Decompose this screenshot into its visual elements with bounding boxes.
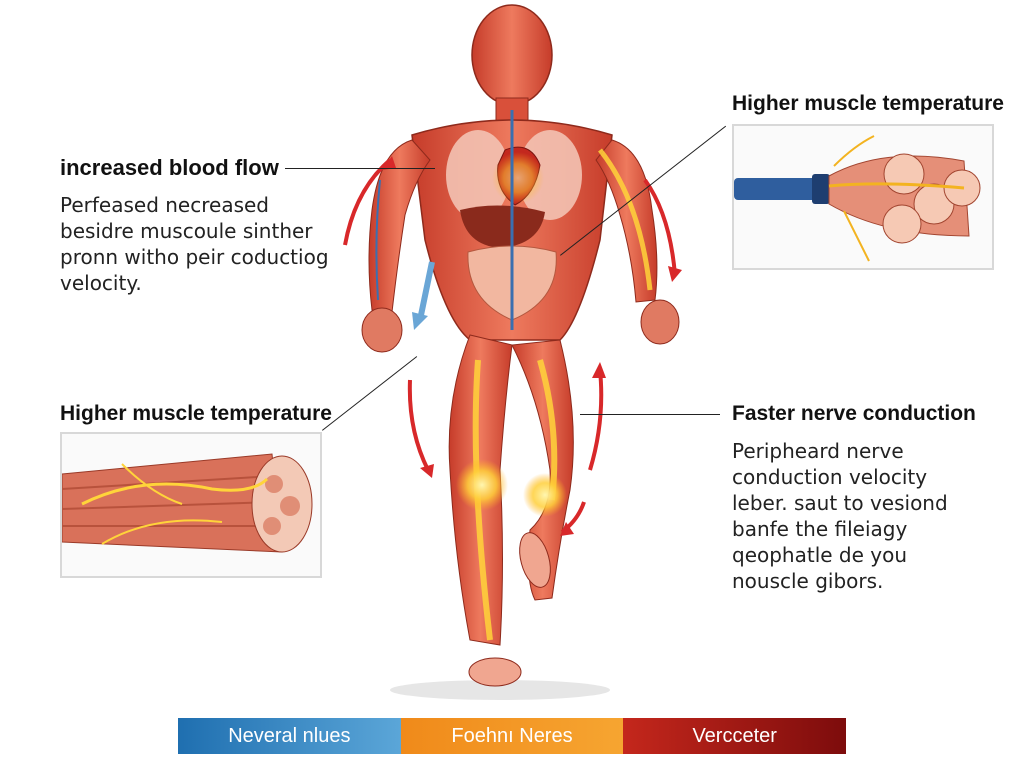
arrow-red-right-arm bbox=[643, 178, 677, 276]
paragraph-line: banfe the fileiagy bbox=[732, 517, 908, 541]
legend-segment-hot: Vercceter bbox=[623, 718, 847, 754]
arrow-red-right-leg bbox=[588, 369, 604, 471]
leader-nerve-conduction bbox=[580, 414, 720, 415]
right-foot bbox=[519, 532, 551, 588]
label-blood-flow: increased blood flow bbox=[60, 155, 279, 180]
label-muscle-temp-left: Higher muscle temperature bbox=[60, 402, 332, 425]
left-lung bbox=[446, 130, 510, 220]
label-nerve-conduction: Faster nerve conduction bbox=[732, 402, 976, 425]
head bbox=[471, 4, 553, 127]
paragraph-line: Perfeased necreased bbox=[60, 193, 269, 217]
ground-shadow bbox=[390, 680, 610, 700]
arrow-blue-vein bbox=[417, 261, 435, 321]
legend-segment-warm: Foehnı Neres bbox=[400, 718, 624, 754]
paragraph-blood-flow: Perfeased necreased besidre muscoule sin… bbox=[60, 192, 329, 296]
paragraph-line: velocity. bbox=[60, 271, 142, 295]
legend-label-cool: Neveral nlues bbox=[228, 724, 351, 747]
paragraph-line: conduction velocity bbox=[732, 465, 928, 489]
nerve-muscle-illustration bbox=[734, 135, 981, 262]
paragraph-line: qeophatle de you bbox=[732, 543, 908, 567]
paragraph-line: pronn witho peir coductiog bbox=[60, 245, 329, 269]
inset-muscle-fiber bbox=[60, 432, 322, 578]
paragraph-nerve-conduction: Peripheard nerve conduction velocity leb… bbox=[732, 438, 948, 594]
paragraph-line: Peripheard nerve bbox=[732, 439, 904, 463]
paragraph-line: besidre muscoule sinther bbox=[60, 219, 313, 243]
left-foot bbox=[468, 657, 522, 687]
arm-nerve-glow bbox=[598, 148, 653, 291]
muscle-fiber-illustration bbox=[62, 453, 313, 553]
left-hand bbox=[361, 307, 403, 353]
torso bbox=[411, 110, 613, 341]
legend-label-hot: Vercceter bbox=[692, 724, 777, 747]
label-muscle-temp-right: Higher muscle temperature bbox=[732, 92, 1004, 115]
legend-segment-cool: Neveral nlues bbox=[178, 718, 401, 754]
arms bbox=[361, 139, 680, 353]
paragraph-line: leber. saut to vesiond bbox=[732, 491, 948, 515]
inset-nerve-muscle-cross-section bbox=[732, 124, 994, 270]
right-hand bbox=[640, 299, 680, 345]
leader-blood-flow bbox=[285, 168, 435, 169]
legs bbox=[448, 334, 574, 687]
legend-bar: Neveral nlues Foehnı Neres Vercceter bbox=[178, 718, 847, 754]
legend-label-warm: Foehnı Neres bbox=[451, 724, 573, 747]
paragraph-line: nouscle gibors. bbox=[732, 569, 884, 593]
left-knee-glow bbox=[456, 459, 508, 511]
arrow-red-left-arm bbox=[343, 158, 392, 246]
liver bbox=[460, 205, 545, 248]
flow-arrows bbox=[343, 156, 682, 536]
arrow-red-thigh bbox=[407, 379, 430, 471]
right-knee-glow bbox=[523, 473, 567, 517]
